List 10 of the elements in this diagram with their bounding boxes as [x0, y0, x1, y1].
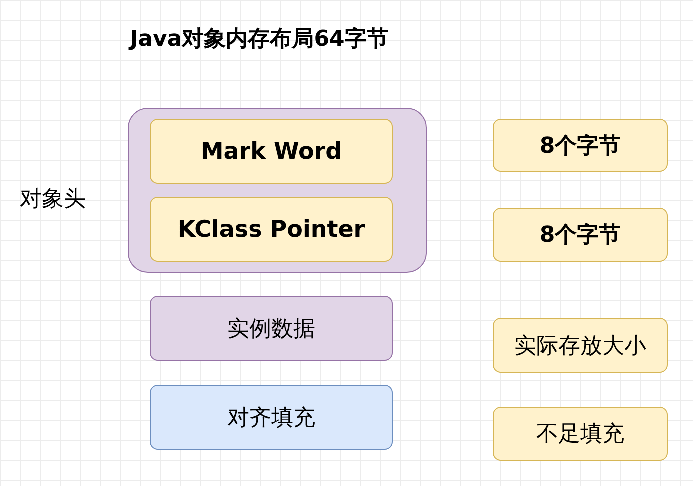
text-box: 实例数据 [150, 296, 393, 361]
text-box: 8个字节 [493, 119, 668, 172]
text-box: 8个字节 [493, 208, 668, 262]
text-box: KClass Pointer [150, 197, 393, 262]
text-box: 不足填充 [493, 407, 668, 461]
text-box: 实际存放大小 [493, 318, 668, 373]
text-box: 对齐填充 [150, 385, 393, 450]
section-label: 对象头 [20, 186, 86, 214]
text-box: Mark Word [150, 119, 393, 184]
diagram-title: Java对象内存布局64字节 [130, 26, 389, 54]
